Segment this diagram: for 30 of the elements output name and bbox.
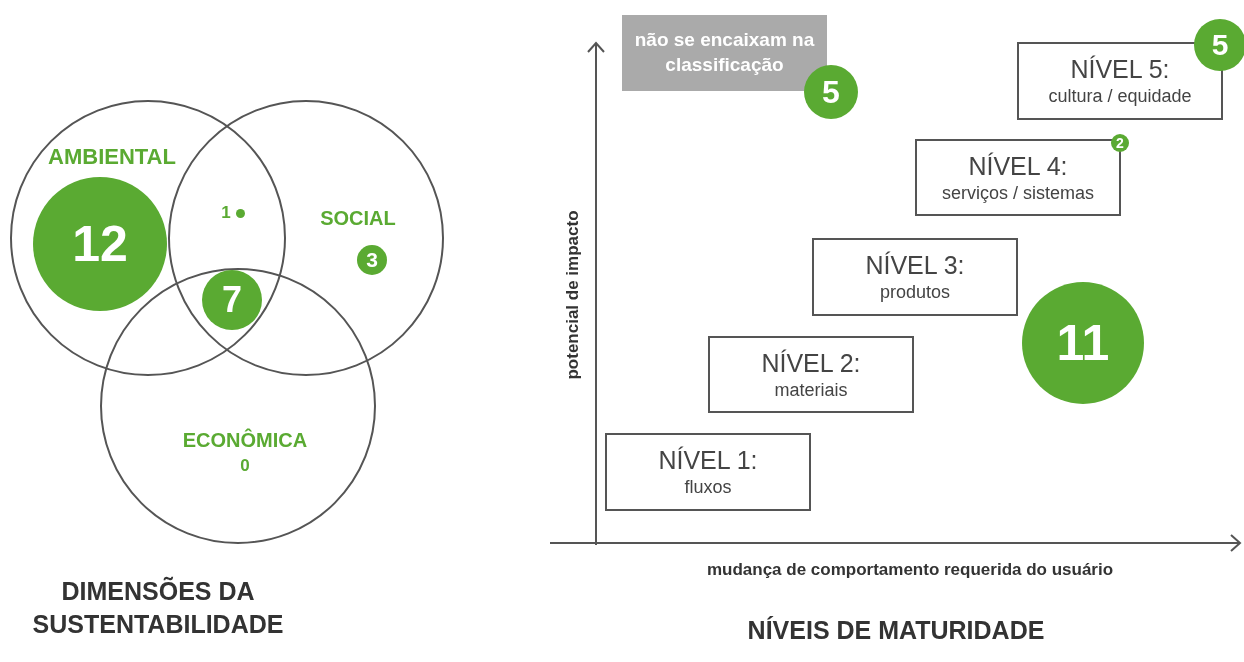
bullet-dot — [236, 209, 245, 218]
dimension-label: AMBIENTAL — [48, 144, 176, 170]
section-heading: NÍVEIS DE MATURIDADE — [747, 614, 1045, 646]
count-label: 1 — [221, 203, 231, 223]
count-bubble: 5 — [804, 65, 858, 119]
level-title: NÍVEL 3: — [865, 250, 965, 280]
count-bubble: 12 — [33, 177, 167, 311]
axis-label: mudança de comportamento requerida do usuário — [706, 558, 1114, 581]
dimension-label: SOCIAL — [320, 206, 396, 230]
level-box — [708, 336, 914, 413]
count-bubble: 5 — [1194, 19, 1244, 71]
level-description: fluxos — [684, 476, 732, 499]
count-bubble: 7 — [202, 270, 262, 330]
section-heading: DIMENSÕES DA SUSTENTABILIDADE — [31, 575, 285, 640]
level-title: NÍVEL 2: — [761, 347, 861, 378]
axis-label: potencial de impacto — [561, 210, 583, 380]
level-title: NÍVEL 4: — [968, 150, 1068, 181]
level-description: materiais — [774, 378, 848, 402]
level-description: cultura / equidade — [1048, 85, 1192, 108]
level-title: NÍVEL 5: — [1070, 54, 1170, 84]
level-description: serviços / sistemas — [941, 181, 1094, 205]
count-bubble: 2 — [1111, 134, 1129, 152]
count-bubble: 3 — [357, 245, 387, 275]
level-title: NÍVEL 1: — [658, 445, 758, 475]
dimension-label: ECONÔMICA — [182, 428, 308, 452]
count-label: 0 — [240, 456, 250, 476]
level-box — [812, 238, 1018, 316]
level-description: produtos — [879, 281, 951, 304]
level-box — [605, 433, 811, 511]
count-bubble: 11 — [1022, 282, 1144, 404]
